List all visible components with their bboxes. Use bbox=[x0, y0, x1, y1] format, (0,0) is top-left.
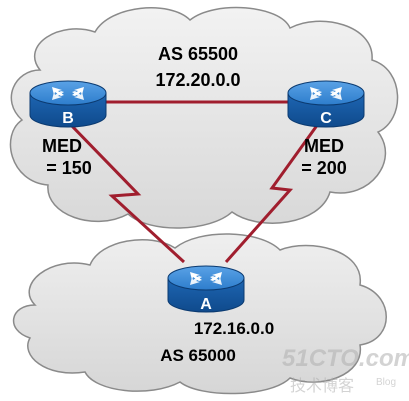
link-b-a-serial bbox=[68, 122, 186, 264]
watermark-sub: 技术博客 bbox=[290, 376, 354, 395]
med-b-line1: MED bbox=[42, 136, 82, 156]
cloud-as-65000 bbox=[12, 233, 387, 395]
watermark-blog: Blog bbox=[376, 377, 396, 388]
router-c: C bbox=[287, 80, 365, 128]
watermark-brand: 51CTO.com bbox=[282, 345, 409, 372]
router-arrows-icon bbox=[190, 272, 222, 285]
router-a-label: A bbox=[200, 296, 212, 313]
bottom-as-name: AS 65000 bbox=[160, 346, 236, 365]
watermark: 51CTO.com 技术博客 Blog bbox=[282, 345, 409, 395]
link-c-a-serial bbox=[224, 123, 320, 263]
cloud-as-65500 bbox=[9, 6, 399, 229]
top-as-name: AS 65500 bbox=[158, 44, 238, 64]
router-b-label: B bbox=[62, 110, 74, 127]
top-as-network: 172.20.0.0 bbox=[155, 70, 240, 90]
router-c-label: C bbox=[320, 110, 332, 127]
router-a: A bbox=[167, 265, 245, 313]
med-b-line2: = 150 bbox=[46, 158, 92, 178]
router-b: B bbox=[29, 80, 107, 128]
router-arrows-icon bbox=[310, 87, 342, 100]
med-c-line2: = 200 bbox=[301, 158, 347, 178]
med-c-line1: MED bbox=[304, 136, 344, 156]
bottom-as-network: 172.16.0.0 bbox=[194, 319, 274, 338]
router-arrows-icon bbox=[52, 87, 84, 100]
